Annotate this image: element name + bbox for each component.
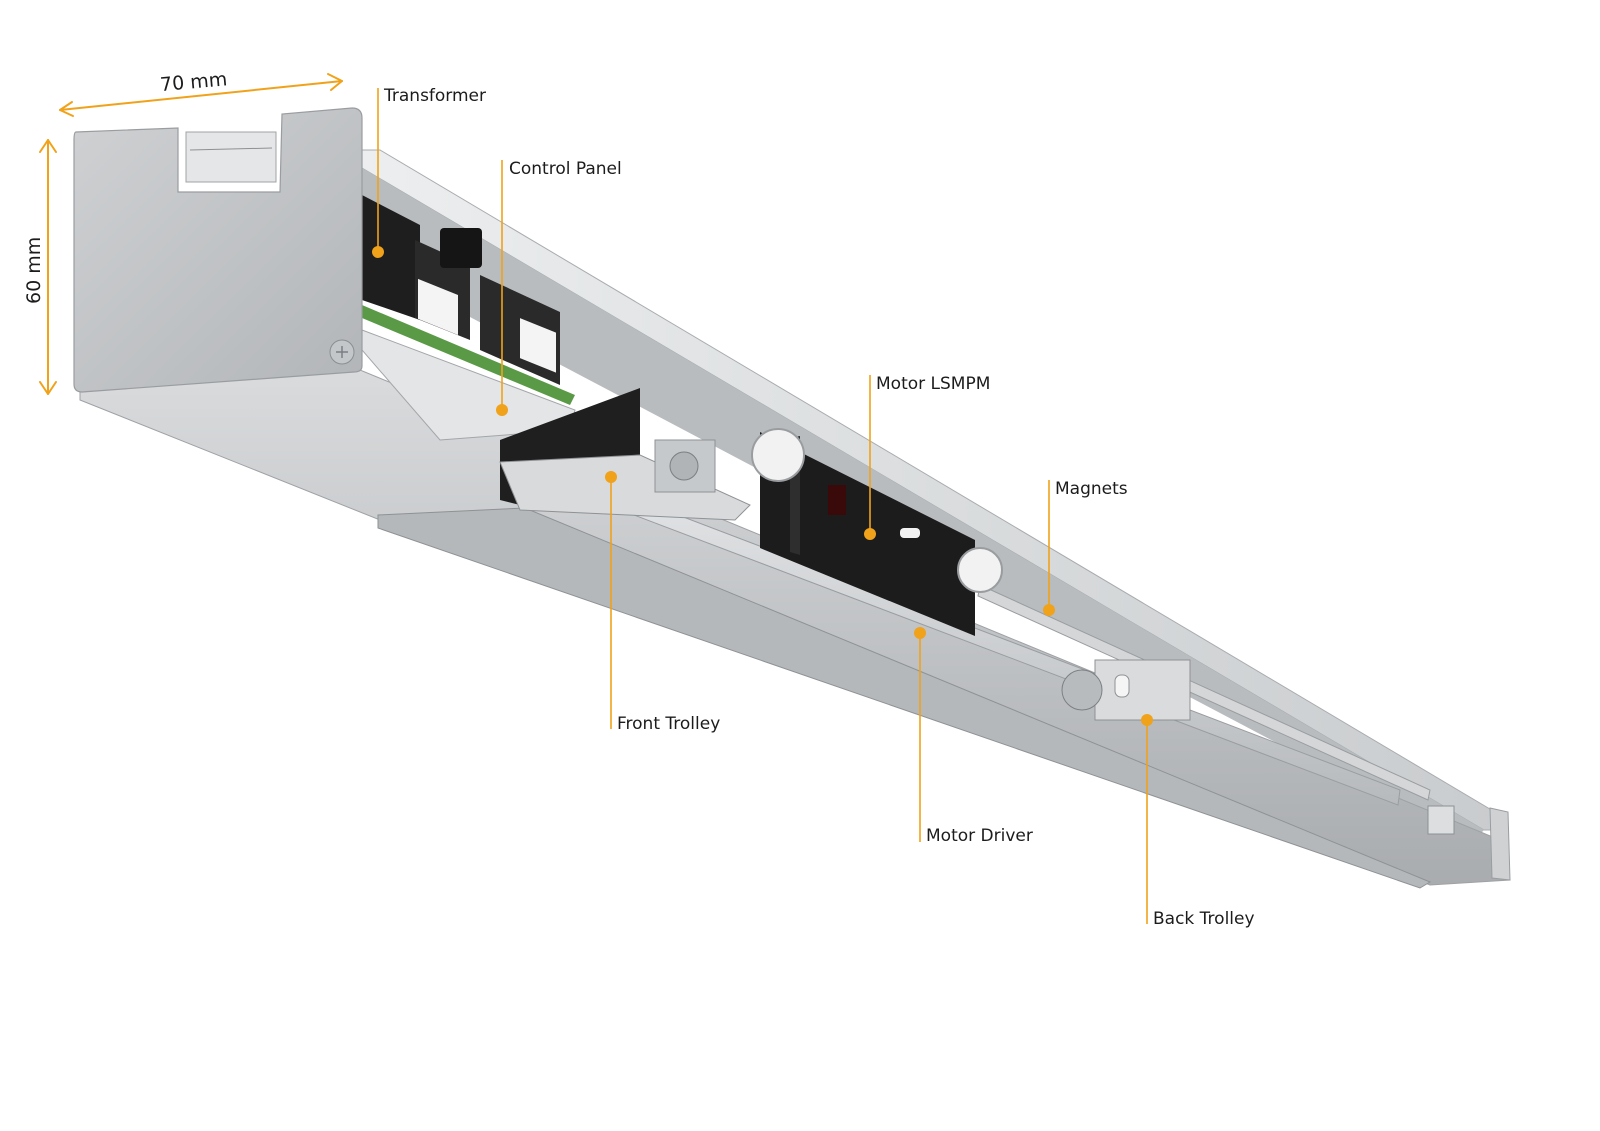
end-cap-near: [73, 107, 363, 393]
terminal-label-2: [520, 318, 556, 373]
callout-transformer: Transformer: [372, 86, 486, 258]
callout-motor-lsmpm: Motor LSMPM: [864, 374, 990, 540]
callout-marker: [1043, 604, 1055, 616]
callout-label-transformer: Transformer: [383, 86, 486, 106]
callout-label-motor-driver: Motor Driver: [926, 826, 1033, 846]
back-trolley-wheel: [1061, 669, 1103, 711]
callout-motor-driver: Motor Driver: [914, 627, 1033, 846]
callout-marker: [1141, 714, 1153, 726]
front-trolley-plate: [499, 454, 751, 521]
callout-back-trolley: Back Trolley: [1141, 714, 1255, 929]
callout-marker: [496, 404, 508, 416]
housing-back-wall: [362, 168, 1484, 845]
dimension-width: 70 mm: [59, 68, 343, 117]
callout-label-motor-lsmpm: Motor LSMPM: [876, 374, 990, 394]
callout-marker: [864, 528, 876, 540]
callout-magnets: Magnets: [1043, 479, 1128, 616]
motor-roller-front: [751, 428, 805, 482]
callout-control-panel: Control Panel: [496, 159, 622, 416]
callout-label-front-trolley: Front Trolley: [617, 714, 720, 734]
housing-bottom-profile: [79, 369, 1511, 886]
callout-front-trolley: Front Trolley: [605, 471, 720, 734]
callout-label-control-panel: Control Panel: [509, 159, 622, 179]
callout-marker: [372, 246, 384, 258]
back-trolley-slot: [1114, 674, 1130, 698]
operator-illustration: [73, 107, 1511, 889]
power-switch: [440, 228, 482, 268]
motor-display: [828, 485, 846, 515]
dimension-height-label: 60 mm: [23, 237, 45, 304]
front-trolley-bolt: [669, 451, 699, 481]
callout-marker: [605, 471, 617, 483]
lower-cover: [377, 507, 1432, 889]
dimension-height: 60 mm: [23, 139, 57, 395]
back-trolley-body: [1094, 659, 1191, 721]
motor-roller-back: [957, 547, 1003, 593]
motor-slot: [900, 528, 920, 538]
callout-label-magnets: Magnets: [1055, 479, 1128, 499]
end-cap-far: [1489, 807, 1511, 881]
callout-label-back-trolley: Back Trolley: [1153, 909, 1255, 929]
dimension-width-label: 70 mm: [159, 68, 228, 96]
end-stop-block: [1427, 805, 1455, 835]
transformer-block: [362, 195, 420, 320]
control-pcb: [362, 305, 575, 405]
cap-notch-bracket: [185, 131, 277, 183]
terminal-label-1: [418, 278, 458, 336]
callout-marker: [914, 627, 926, 639]
